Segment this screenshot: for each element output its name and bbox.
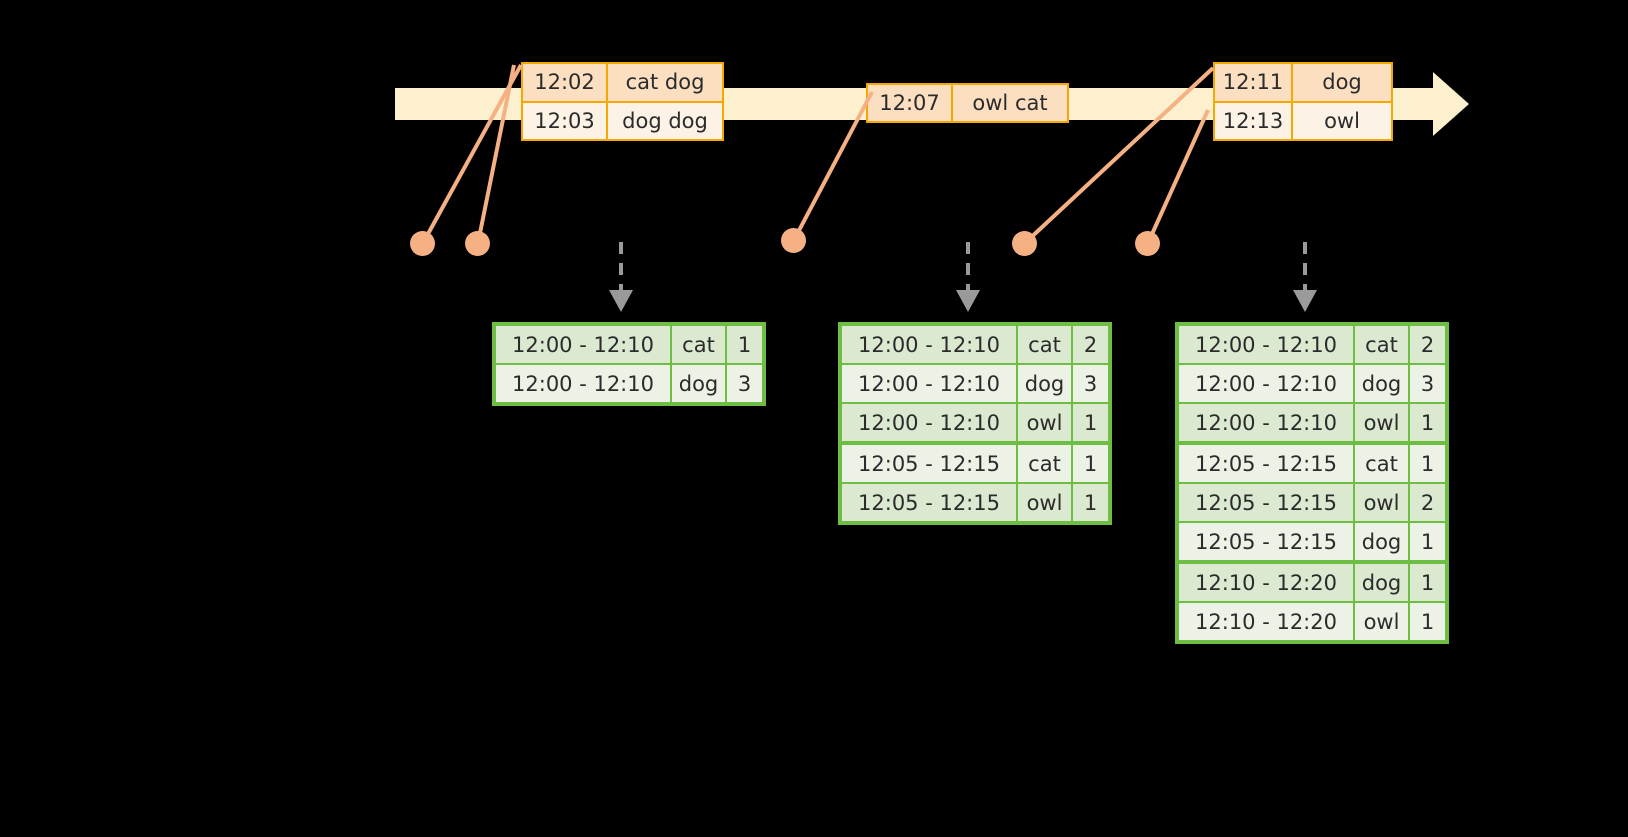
cell-count: 1	[1410, 404, 1445, 441]
cell-window: 12:05 - 12:15	[1179, 445, 1355, 482]
cell-count: 1	[1410, 603, 1445, 640]
cell-window: 12:00 - 12:10	[1179, 326, 1355, 363]
arrow-down-icon-1	[609, 242, 633, 312]
event-time: 12:11	[1215, 64, 1293, 101]
event-row: 12:02 cat dog	[523, 64, 722, 101]
connector-dot-1	[410, 231, 435, 256]
cell-window: 12:05 - 12:15	[1179, 523, 1355, 560]
event-words: owl cat	[953, 85, 1067, 121]
event-group-2[interactable]: 12:07 owl cat	[866, 83, 1069, 123]
cell-word: owl	[1018, 484, 1073, 521]
cell-window: 12:10 - 12:20	[1179, 603, 1355, 640]
event-group-1[interactable]: 12:02 cat dog 12:03 dog dog	[521, 62, 724, 141]
cell-count: 2	[1410, 326, 1445, 363]
cell-word: cat	[1355, 326, 1410, 363]
connector-dot-3	[781, 228, 806, 253]
connector-dot-5	[1135, 231, 1160, 256]
cell-word: cat	[1355, 445, 1410, 482]
event-time: 12:03	[523, 102, 608, 139]
cell-word: owl	[1018, 404, 1073, 441]
cell-count: 1	[1073, 484, 1108, 521]
cell-count: 1	[1410, 523, 1445, 560]
event-time: 12:13	[1215, 102, 1293, 139]
cell-window: 12:00 - 12:10	[842, 365, 1018, 402]
cell-window: 12:00 - 12:10	[842, 326, 1018, 363]
event-row: 12:07 owl cat	[868, 85, 1067, 121]
right-arrow-icon	[1433, 72, 1469, 136]
event-words: owl	[1293, 102, 1391, 139]
cell-count: 3	[1073, 365, 1108, 402]
cell-count: 1	[727, 326, 762, 363]
cell-word: dog	[1355, 523, 1410, 560]
event-time: 12:02	[523, 64, 608, 101]
cell-window: 12:00 - 12:10	[842, 404, 1018, 441]
cell-window: 12:10 - 12:20	[1179, 564, 1355, 601]
event-words: dog	[1293, 64, 1391, 101]
cell-word: dog	[672, 365, 727, 402]
cell-window: 12:05 - 12:15	[1179, 484, 1355, 521]
cell-window: 12:00 - 12:10	[496, 326, 672, 363]
cell-count: 1	[1073, 445, 1108, 482]
event-time: 12:07	[868, 85, 953, 121]
connector-dot-2	[465, 231, 490, 256]
event-row: 12:11 dog	[1215, 64, 1391, 101]
cell-window: 12:00 - 12:10	[1179, 404, 1355, 441]
cell-word: cat	[1018, 326, 1073, 363]
cell-word: dog	[1355, 564, 1410, 601]
cell-count: 2	[1073, 326, 1108, 363]
cell-word: owl	[1355, 404, 1410, 441]
cell-count: 2	[1410, 484, 1445, 521]
cell-word: dog	[1018, 365, 1073, 402]
cell-word: dog	[1355, 365, 1410, 402]
event-group-3[interactable]: 12:11 dog 12:13 owl	[1213, 62, 1393, 141]
event-words: cat dog	[608, 64, 722, 101]
cell-word: owl	[1355, 484, 1410, 521]
event-row: 12:13 owl	[1215, 100, 1391, 139]
cell-word: cat	[1018, 445, 1073, 482]
cell-count: 3	[1410, 365, 1445, 402]
arrow-down-icon-2	[956, 242, 980, 312]
arrow-down-icon-3	[1293, 242, 1317, 312]
event-words: dog dog	[608, 102, 722, 139]
cell-count: 1	[1073, 404, 1108, 441]
cell-window: 12:05 - 12:15	[842, 445, 1018, 482]
cell-word: owl	[1355, 603, 1410, 640]
cell-window: 12:00 - 12:10	[496, 365, 672, 402]
cell-count: 1	[1410, 564, 1445, 601]
connector-lines	[421, 64, 1215, 245]
connector-dot-4	[1012, 231, 1037, 256]
event-row: 12:03 dog dog	[523, 100, 722, 139]
cell-window: 12:05 - 12:15	[842, 484, 1018, 521]
cell-word: cat	[672, 326, 727, 363]
cell-count: 1	[1410, 445, 1445, 482]
cell-window: 12:00 - 12:10	[1179, 365, 1355, 402]
cell-count: 3	[727, 365, 762, 402]
